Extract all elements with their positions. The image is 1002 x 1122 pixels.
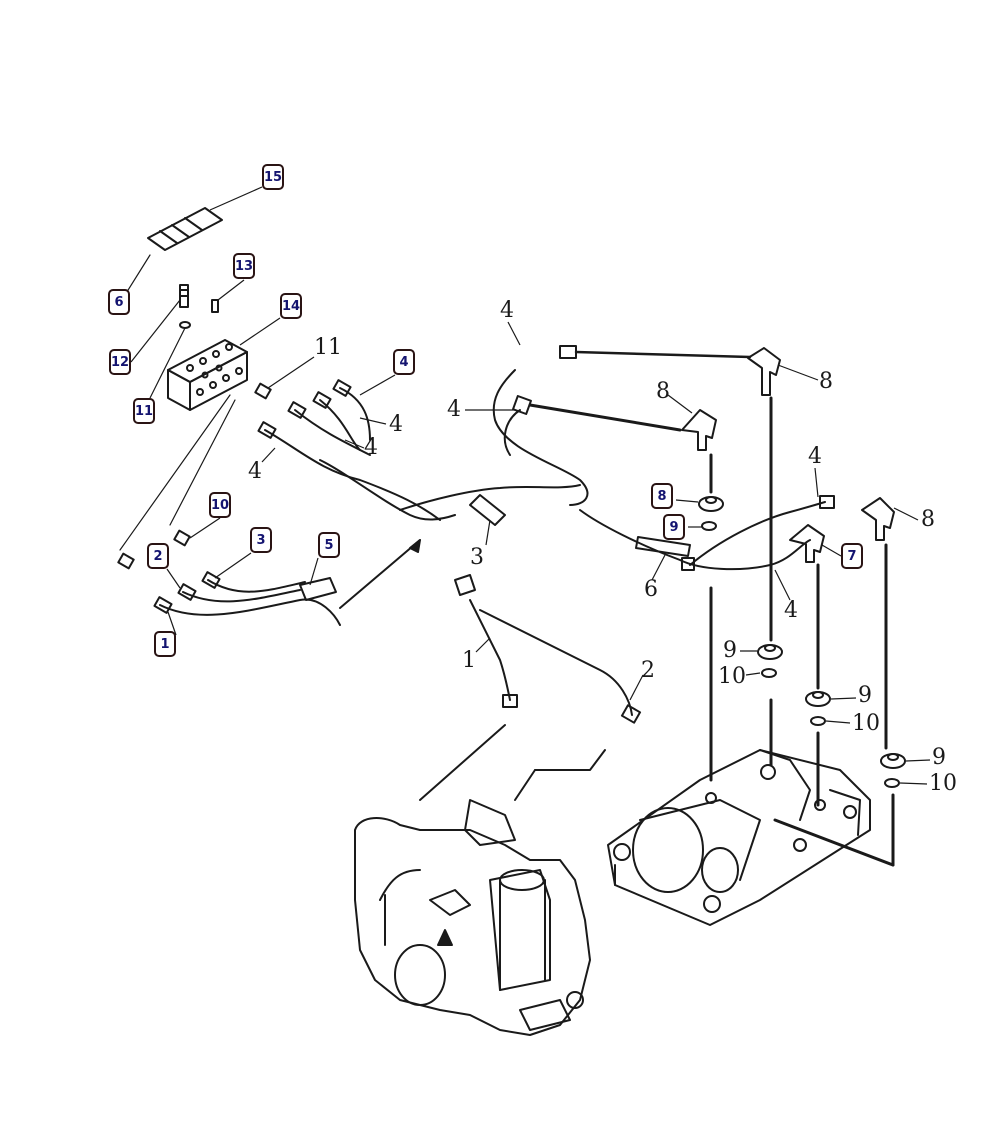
part-number-4: 4 — [248, 459, 262, 484]
upper-hose-bundle — [257, 379, 581, 526]
part-number-10: 10 — [852, 711, 880, 736]
guide-lines — [709, 396, 895, 867]
callout-1[interactable]: 1 — [154, 631, 176, 657]
engine-assembly — [354, 749, 606, 1036]
part-number-1: 1 — [462, 648, 476, 673]
part-number-10: 10 — [929, 771, 957, 796]
part-number-6: 6 — [644, 577, 658, 602]
part-number-4: 4 — [808, 444, 822, 469]
callout-12[interactable]: 12 — [109, 349, 131, 375]
part-number-4: 4 — [784, 598, 798, 623]
part-number-2: 2 — [641, 658, 655, 683]
callout-10[interactable]: 10 — [209, 492, 231, 518]
long-hose-top — [492, 345, 752, 506]
nuts-and-orings — [698, 496, 906, 788]
callout-4[interactable]: 4 — [393, 349, 415, 375]
callout-7[interactable]: 7 — [841, 543, 863, 569]
callout-5[interactable]: 5 — [318, 532, 340, 558]
part-number-8: 8 — [656, 379, 670, 404]
part-number-8: 8 — [819, 369, 833, 394]
part-number-9: 9 — [723, 638, 737, 663]
washer — [179, 321, 191, 329]
part-number-10: 10 — [718, 664, 746, 689]
part-number-9: 9 — [932, 745, 946, 770]
callout-15[interactable]: 15 — [262, 164, 284, 190]
bolt — [179, 284, 189, 308]
callout-13[interactable]: 13 — [233, 253, 255, 279]
lower-hoses — [339, 539, 642, 801]
left-hose-bundle — [153, 571, 341, 626]
part-number-11: 11 — [314, 335, 342, 360]
fitting-center — [254, 382, 272, 400]
elbow-fitting — [681, 347, 895, 563]
pump-housing — [607, 749, 871, 926]
part-number-4: 4 — [447, 397, 461, 422]
part-number-9: 9 — [858, 683, 872, 708]
connector-lines — [119, 254, 236, 551]
callout-11[interactable]: 11 — [133, 398, 155, 424]
part-number-4: 4 — [364, 435, 378, 460]
part-number-8: 8 — [921, 507, 935, 532]
plug-fitting — [211, 299, 219, 313]
part-number-4: 4 — [500, 298, 514, 323]
decal-plate — [147, 207, 223, 251]
fitting-10 — [173, 529, 191, 547]
fitting-left — [117, 552, 135, 570]
callout-14[interactable]: 14 — [280, 293, 302, 319]
right-hoses — [579, 495, 835, 571]
callout-3[interactable]: 3 — [250, 527, 272, 553]
callout-6[interactable]: 6 — [108, 289, 130, 315]
part-number-3: 3 — [470, 545, 484, 570]
part-number-4: 4 — [389, 412, 403, 437]
callout-9[interactable]: 9 — [663, 514, 685, 540]
callout-2[interactable]: 2 — [147, 543, 169, 569]
callout-8[interactable]: 8 — [651, 483, 673, 509]
